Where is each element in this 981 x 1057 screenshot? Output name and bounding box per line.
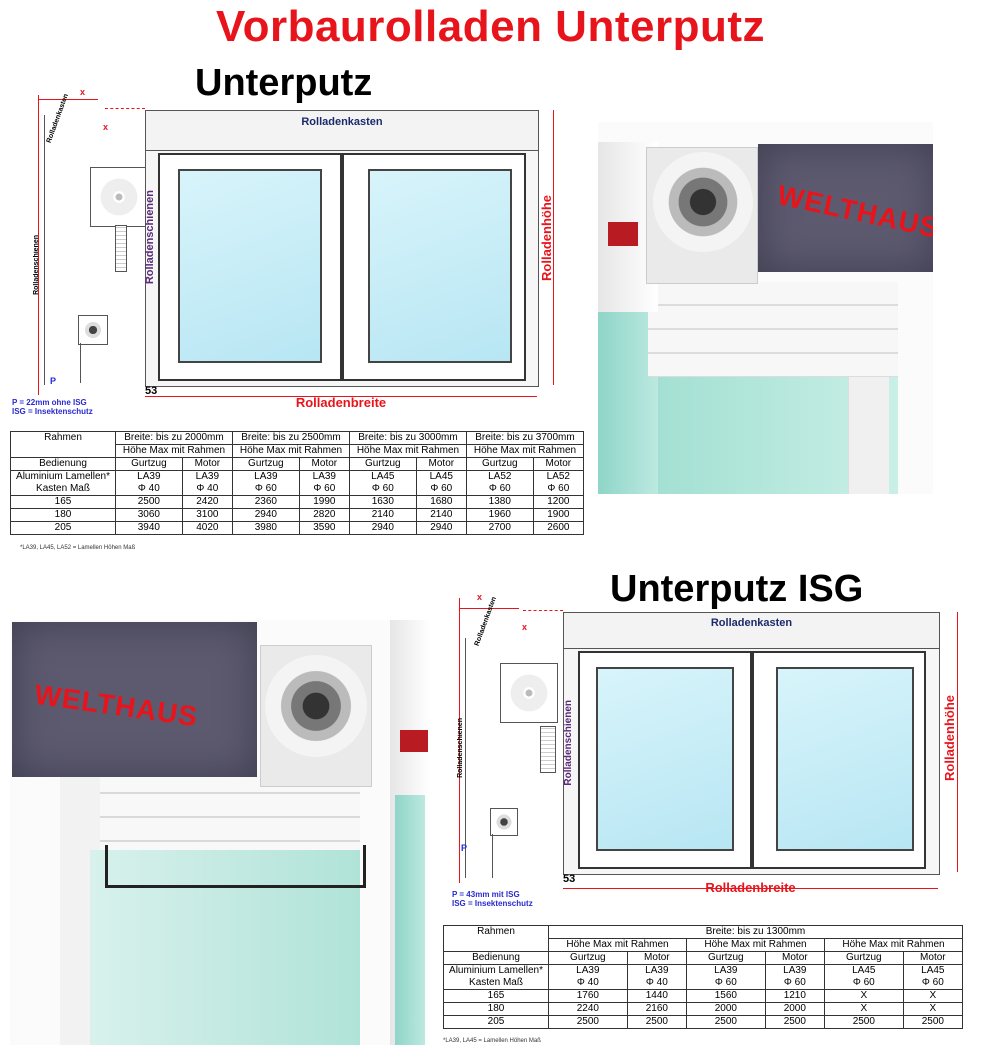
dim-x3-label: x — [522, 622, 528, 632]
width-label-2: Rolladenbreite — [705, 880, 796, 895]
small-box-icon — [78, 315, 108, 345]
dim-53-label-2: 53 — [563, 873, 576, 885]
window-glass-right — [368, 169, 512, 363]
section2-title: Unterputz ISG — [610, 568, 864, 610]
spec-table-1: Rahmen Breite: bis zu 2000mm Breite: bis… — [10, 431, 585, 535]
note-isg: ISG = Insektenschutz — [12, 407, 93, 416]
note-p: P = 22mm ohne ISG — [12, 398, 87, 407]
dim-x2-label: x — [103, 122, 109, 132]
side-rail-label-2: Rolladenschienen — [457, 718, 464, 778]
box-label-2: Rolladenkasten — [710, 617, 793, 629]
page-title: Vorbaurolladen Unterputz — [216, 2, 765, 51]
table-row: Bedienung Gurtzug Motor Gurtzug Motor Gu… — [443, 951, 964, 965]
box-section-icon-2 — [500, 663, 558, 723]
dim-p-label-2: P — [461, 843, 468, 853]
box-section-icon — [90, 167, 148, 227]
footnote-1: *LA39, LA45, LA52 = Lamellen Höhen Maß — [20, 545, 136, 551]
rails-label: Rolladenschienen — [144, 190, 156, 285]
side-profile-drawing-2: x Rolladenkasten Rolladenschienen P — [455, 592, 565, 888]
height-label: Rolladenhöhe — [539, 195, 554, 281]
th-rahmen-2: Rahmen — [443, 925, 549, 952]
window-frame — [145, 150, 539, 387]
shutter-photo: WELTHAUS — [598, 122, 933, 494]
window-glass-right-2 — [776, 667, 914, 851]
table-row: Bedienung Gurtzug Motor Gurtzug Motor Gu… — [10, 457, 585, 471]
roller-icon — [653, 152, 753, 252]
note-p-2: P = 43mm mit ISG — [452, 890, 520, 899]
rolladenkasten-photo: WELTHAUS — [758, 144, 933, 272]
window-glass-left-2 — [596, 667, 734, 851]
brand-label: WELTHAUS — [774, 179, 933, 244]
rails-label-2: Rolladenschienen — [563, 700, 574, 786]
dim-x-label-2: x — [477, 592, 483, 602]
dim-p-label: P — [50, 376, 57, 386]
th-rahmen: Rahmen — [10, 431, 116, 458]
rolladenkasten-photo-2: WELTHAUS — [12, 622, 257, 777]
shutter-photo-2: WELTHAUS — [10, 620, 430, 1045]
rolladenkasten-box: Rolladenkasten — [145, 110, 539, 152]
height-label-2: Rolladenhöhe — [942, 695, 957, 781]
spec-table-2: Rahmen Breite: bis zu 1300mm Höhe Max mi… — [443, 925, 964, 1029]
brand-label-2: WELTHAUS — [32, 678, 201, 733]
box-label: Rolladenkasten — [301, 116, 383, 128]
section1-title: Unterputz — [195, 62, 373, 104]
side-box-label-2: Rolladenkasten — [473, 595, 499, 648]
dim-x-label: x — [80, 87, 86, 97]
window-frame-2 — [563, 648, 940, 875]
note-isg-2: ISG = Insektenschutz — [452, 899, 533, 908]
side-profile-drawing: x Rolladenkasten Rolladenschienen P — [30, 87, 148, 395]
width-label: Rolladenbreite — [295, 395, 387, 410]
roller-icon-2 — [265, 655, 367, 757]
rolladenkasten-box-2: Rolladenkasten — [563, 612, 940, 650]
side-box-label: Rolladenkasten — [45, 92, 71, 145]
footnote-2: *LA39, LA45 = Lamellen Höhen Maß — [443, 1038, 541, 1044]
small-box-icon-2 — [490, 808, 518, 836]
dim-53-label: 53 — [145, 385, 158, 397]
window-glass-left — [178, 169, 322, 363]
side-rail-label: Rolladenschienen — [33, 235, 40, 295]
